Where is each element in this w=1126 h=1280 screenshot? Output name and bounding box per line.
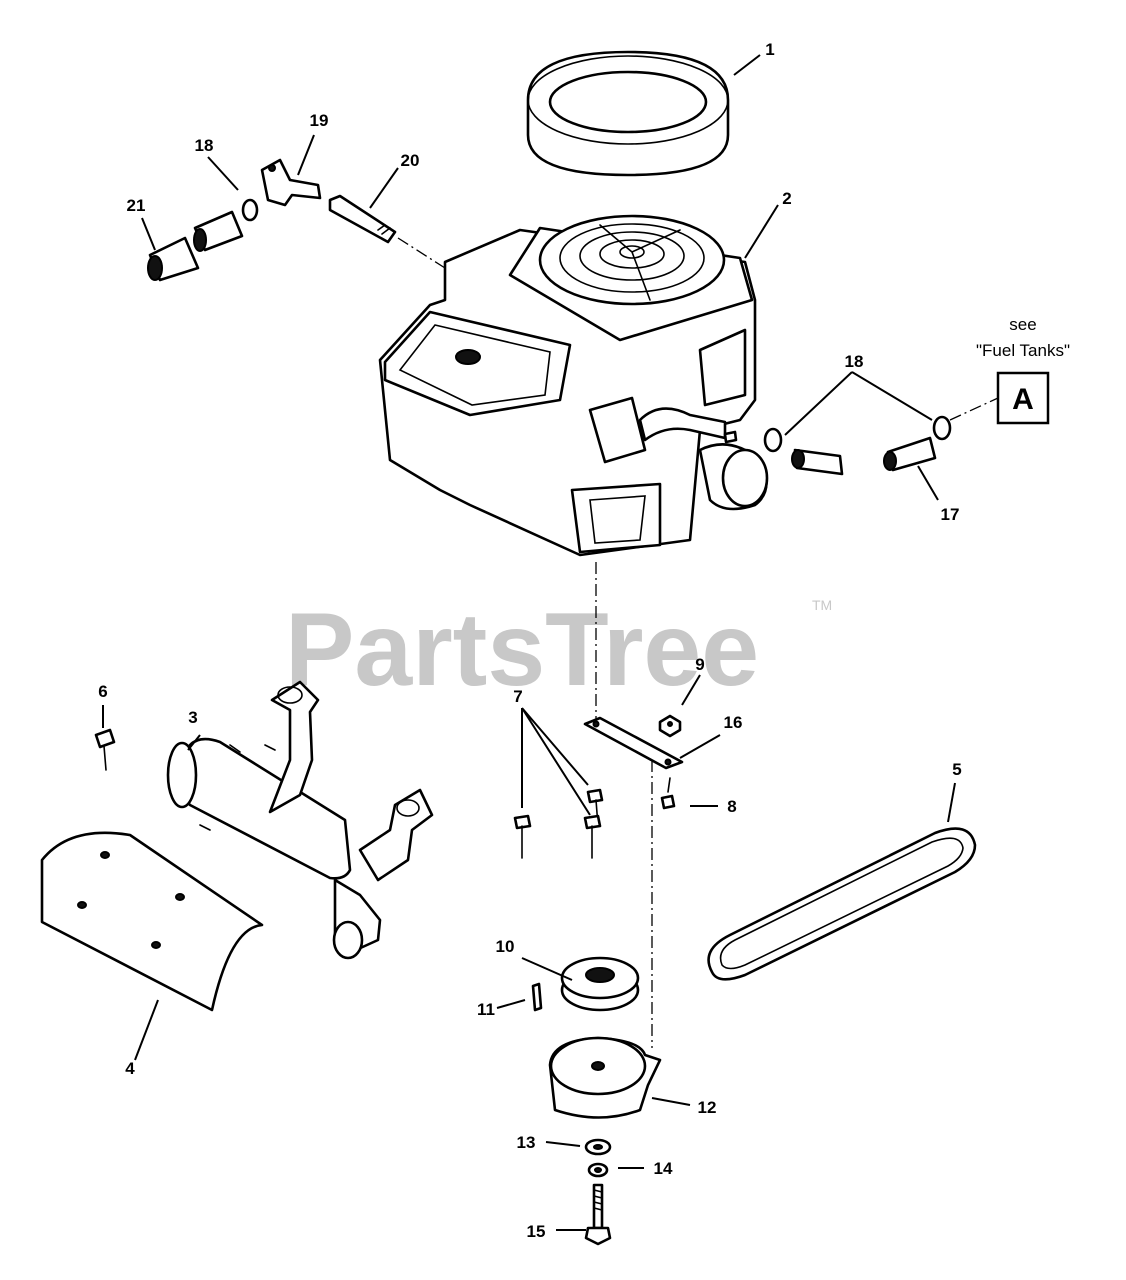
- part-13-washer[interactable]: [584, 1138, 612, 1156]
- callout-2: 2: [782, 189, 791, 208]
- part-1-air-filter[interactable]: [526, 50, 730, 177]
- callout-5: 5: [952, 760, 961, 779]
- trademark: TM: [812, 597, 832, 613]
- callout-11: 11: [477, 1000, 495, 1019]
- center-lines: [397, 237, 999, 1048]
- callout-13: 13: [517, 1133, 536, 1152]
- callout-19: 19: [310, 111, 329, 130]
- callout-10: 10: [496, 937, 515, 956]
- callout-14: 14: [654, 1159, 673, 1178]
- part-8-bolt[interactable]: [660, 777, 676, 810]
- callout-12: 12: [698, 1098, 717, 1117]
- part-15-bolt[interactable]: [584, 1183, 612, 1246]
- part-7-screws[interactable]: [513, 788, 604, 859]
- part-6-screw[interactable]: [94, 728, 116, 771]
- callout-labels: 1 2 3 4 5 6 7 8 9 10 11 12 13 14 15 16 1…: [98, 40, 961, 1241]
- leader-lines: [102, 54, 956, 1231]
- part-20-pipe[interactable]: [328, 194, 397, 244]
- callout-4: 4: [125, 1059, 135, 1078]
- part-11-key[interactable]: [531, 982, 543, 1012]
- callout-18-right: 18: [845, 352, 864, 371]
- callout-15: 15: [527, 1222, 546, 1241]
- part-18-clamps-right[interactable]: [723, 415, 952, 453]
- callout-8: 8: [727, 797, 736, 816]
- callout-1: 1: [765, 40, 774, 59]
- callout-9: 9: [695, 655, 704, 674]
- part-5-belt[interactable]: [707, 827, 977, 981]
- reference-box: [996, 371, 1050, 425]
- part-16-bracket[interactable]: [583, 716, 684, 770]
- reference-see-text: see: [1009, 315, 1036, 334]
- callout-20: 20: [401, 151, 420, 170]
- callout-17: 17: [941, 505, 960, 524]
- reference-fuel-tanks-text: "Fuel Tanks": [976, 341, 1070, 360]
- callout-6: 6: [98, 682, 107, 701]
- part-12-clutch[interactable]: [548, 1036, 662, 1119]
- part-4-heat-shield[interactable]: [40, 831, 264, 1012]
- callout-18-left: 18: [195, 136, 214, 155]
- part-19-fitting[interactable]: [260, 158, 322, 207]
- watermark: PartsTree: [285, 592, 759, 708]
- reference-box-letter: A: [1012, 383, 1034, 416]
- part-18-clamp-left[interactable]: [241, 198, 259, 222]
- part-17-hoses[interactable]: [791, 436, 937, 476]
- part-3-muffler[interactable]: [166, 680, 434, 960]
- part-9-nut[interactable]: [658, 714, 682, 738]
- part-10-pulley[interactable]: [560, 956, 640, 1012]
- part-21-hose[interactable]: [147, 210, 244, 282]
- fuel-tanks-reference[interactable]: see "Fuel Tanks" A: [976, 315, 1070, 425]
- part-2-engine[interactable]: [378, 214, 769, 557]
- callout-21: 21: [127, 196, 146, 215]
- callout-7: 7: [513, 687, 522, 706]
- callout-3: 3: [188, 708, 197, 727]
- part-14-lock-washer[interactable]: [587, 1162, 609, 1178]
- callout-16: 16: [724, 713, 743, 732]
